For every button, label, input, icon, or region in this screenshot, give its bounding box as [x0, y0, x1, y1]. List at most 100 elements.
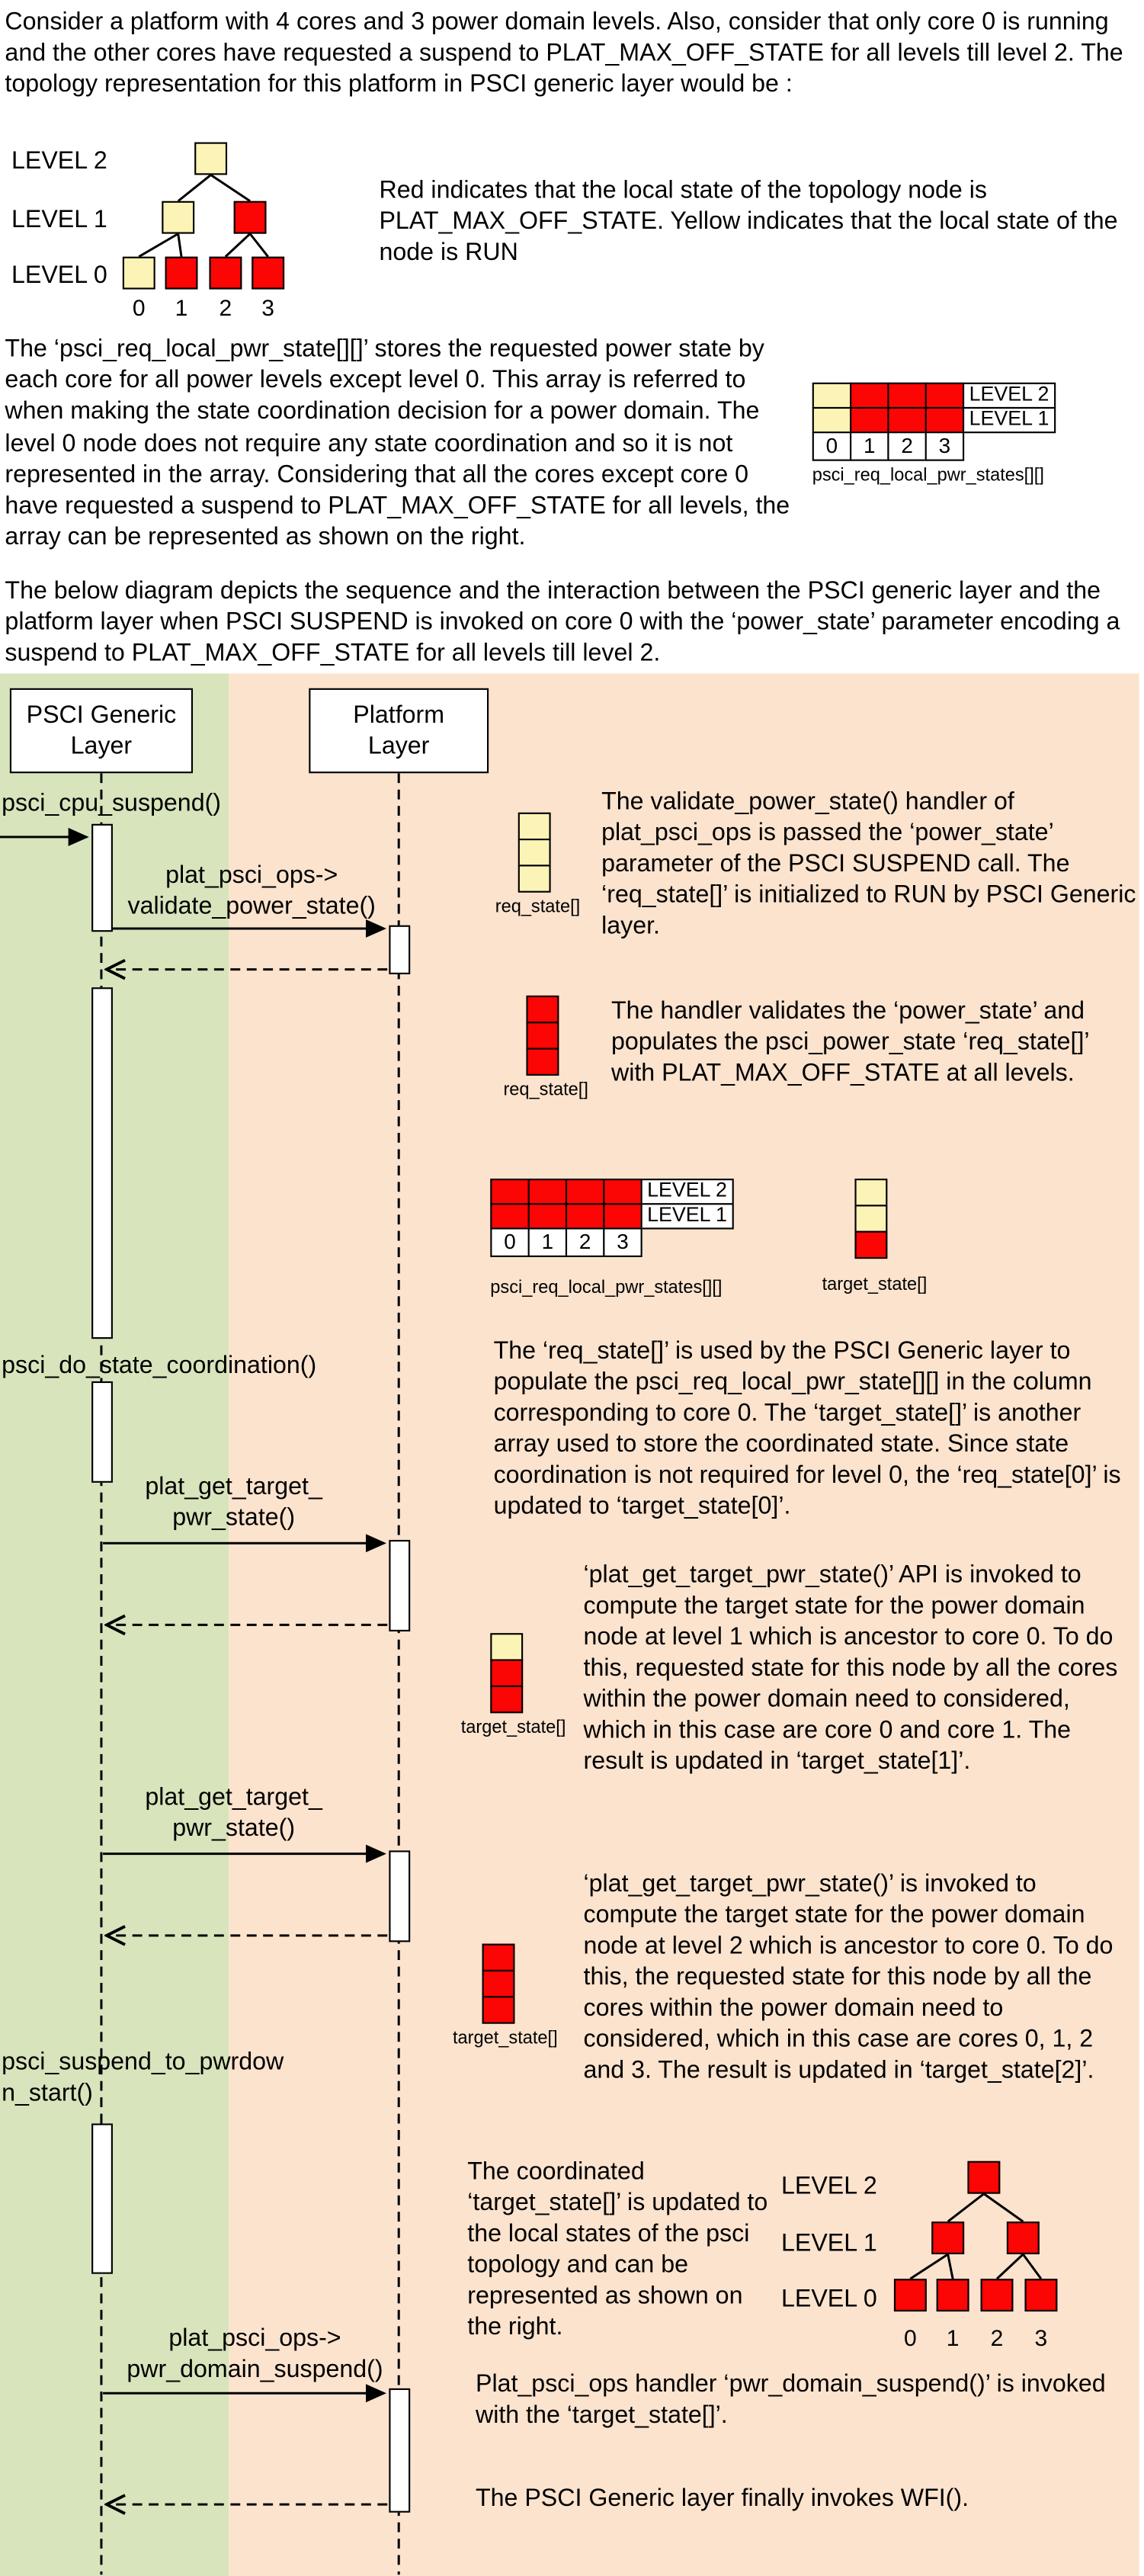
state-cell — [490, 1659, 524, 1687]
topology-node — [252, 256, 285, 290]
topology-node — [209, 256, 242, 290]
color-legend-text: Red indicates that the local state of th… — [379, 176, 1118, 268]
intro-paragraph-1: Consider a platform with 4 cores and 3 p… — [5, 8, 1123, 99]
tree-top-level1-label: LEVEL 1 — [11, 206, 107, 234]
topology-node — [233, 200, 267, 234]
state-cell — [812, 382, 852, 409]
activation-bar-platform — [388, 925, 410, 975]
target-state-array-l1: target_state[] — [461, 1633, 566, 1737]
topology-node — [967, 2161, 1001, 2194]
state-cell — [850, 382, 889, 409]
annotation-get-target-l1: ‘plat_get_target_pwr_state()’ API is inv… — [583, 1561, 1118, 1776]
req-state-array-off: req_state[] — [503, 995, 588, 1100]
state-cell — [482, 1996, 515, 2024]
core-number: 0 — [812, 431, 852, 461]
state-cell — [482, 1943, 515, 1972]
tree-top-level2-label: LEVEL 2 — [11, 146, 107, 175]
target-state-array-l0: target_state[] — [822, 1179, 927, 1294]
msg-do-state-coordination: psci_do_state_coordination() — [2, 1352, 317, 1380]
tree-bottom-level0-label: LEVEL 0 — [780, 2285, 877, 2314]
annotation-state-coordination: The ‘req_state[]’ is used by the PSCI Ge… — [493, 1337, 1121, 1521]
annotation-get-target-l2: ‘plat_get_target_pwr_state()’ is invoked… — [583, 1870, 1114, 2085]
array-caption: req_state[] — [495, 897, 581, 917]
topology-node — [931, 2222, 965, 2254]
activation-bar-psci — [91, 2123, 112, 2274]
grid-caption: psci_req_local_pwr_states[][] — [812, 466, 1044, 486]
msg-psci-cpu-suspend: psci_cpu_suspend() — [2, 789, 222, 818]
state-cell — [854, 1205, 888, 1233]
msg-get-target-pwr-state-1: plat_get_target_ pwr_state() — [145, 1473, 322, 1532]
state-cell — [527, 1179, 568, 1205]
req-state-array-run: req_state[] — [495, 812, 580, 917]
platform-layer-box: Platform Layer — [309, 688, 489, 774]
state-cell — [924, 382, 965, 409]
core-number: 0 — [132, 294, 146, 321]
state-cell — [518, 865, 551, 893]
annotation-wfi: The PSCI Generic layer finally invokes W… — [475, 2485, 969, 2513]
state-cell — [526, 1047, 559, 1076]
req-states-grid-top: LEVEL 2 LEVEL 1 0 1 2 3 psci_req_local_p… — [812, 382, 1056, 486]
topology-node — [893, 2279, 927, 2312]
core-number: 1 — [175, 294, 188, 321]
state-cell — [565, 1203, 605, 1230]
core-number: 0 — [490, 1227, 530, 1257]
activation-bar-psci — [91, 987, 112, 1339]
core-number: 3 — [1034, 2324, 1048, 2351]
state-cell — [854, 1179, 888, 1207]
state-cell — [924, 406, 965, 434]
state-cell — [518, 812, 551, 841]
array-caption: target_state[] — [460, 1718, 566, 1738]
state-cell — [526, 995, 559, 1024]
core-number: 3 — [603, 1227, 642, 1257]
state-cell — [603, 1179, 642, 1205]
state-cell — [887, 406, 927, 434]
tree-bottom-level1-label: LEVEL 1 — [780, 2229, 877, 2258]
tree-bottom-level2-label: LEVEL 2 — [780, 2172, 877, 2201]
annotation-pwr-domain-suspend: Plat_psci_ops handler ‘pwr_domain_suspen… — [475, 2370, 1106, 2430]
annotation-handler-populates: The handler validates the ‘power_state’ … — [610, 997, 1089, 1088]
activation-bar-psci — [91, 1381, 112, 1483]
core-number: 3 — [924, 431, 965, 461]
state-cell — [603, 1203, 642, 1230]
core-number: 1 — [527, 1227, 568, 1257]
intro-paragraph-2: The ‘psci_req_local_pwr_state[][]’ store… — [5, 335, 790, 551]
msg-validate-power-state: plat_psci_ops-> validate_power_state() — [127, 861, 376, 920]
state-cell — [490, 1179, 530, 1205]
core-number: 2 — [990, 2324, 1004, 2351]
state-cell — [527, 1203, 568, 1230]
psci-generic-layer-box: PSCI Generic Layer — [9, 688, 194, 774]
grid-caption: psci_req_local_pwr_states[][] — [490, 1278, 723, 1298]
annotation-validate: The validate_power_state() handler of pl… — [601, 788, 1136, 941]
state-cell — [850, 406, 889, 434]
state-cell — [518, 839, 551, 867]
array-caption: target_state[] — [452, 2029, 558, 2048]
topology-node — [1024, 2279, 1058, 2312]
grid-row-label: LEVEL 1 — [640, 1203, 734, 1230]
topology-node — [1006, 2222, 1040, 2254]
msg-pwr-domain-suspend: plat_psci_ops-> pwr_domain_suspend() — [127, 2324, 383, 2383]
state-cell — [812, 406, 852, 434]
target-state-array-l2: target_state[] — [453, 1943, 558, 2048]
intro-paragraph-3: The below diagram depicts the sequence a… — [5, 576, 1120, 668]
activation-bar-psci — [91, 823, 112, 932]
topology-node — [980, 2279, 1014, 2312]
grid-row-label: LEVEL 1 — [962, 406, 1056, 434]
grid-row-label: LEVEL 2 — [640, 1179, 734, 1205]
core-number: 3 — [261, 294, 275, 321]
core-number: 0 — [903, 2324, 917, 2351]
core-number: 1 — [850, 431, 889, 461]
req-states-grid-mid: LEVEL 2 LEVEL 1 0 1 2 3 psci_req_local_p… — [490, 1179, 734, 1298]
activation-bar-platform — [388, 2388, 410, 2513]
core-number: 2 — [219, 294, 232, 321]
grid-row-label: LEVEL 2 — [962, 382, 1056, 409]
array-caption: req_state[] — [503, 1080, 588, 1101]
activation-bar-platform — [388, 1850, 410, 1942]
core-number: 1 — [946, 2324, 960, 2351]
topology-node — [165, 256, 198, 290]
msg-get-target-pwr-state-2: plat_get_target_ pwr_state() — [145, 1783, 322, 1843]
tree-connectors — [909, 2193, 1043, 2280]
topology-tree-top: 0 1 2 3 — [117, 139, 300, 327]
state-cell — [526, 1022, 559, 1050]
state-cell — [854, 1230, 888, 1259]
topology-node — [194, 142, 228, 175]
